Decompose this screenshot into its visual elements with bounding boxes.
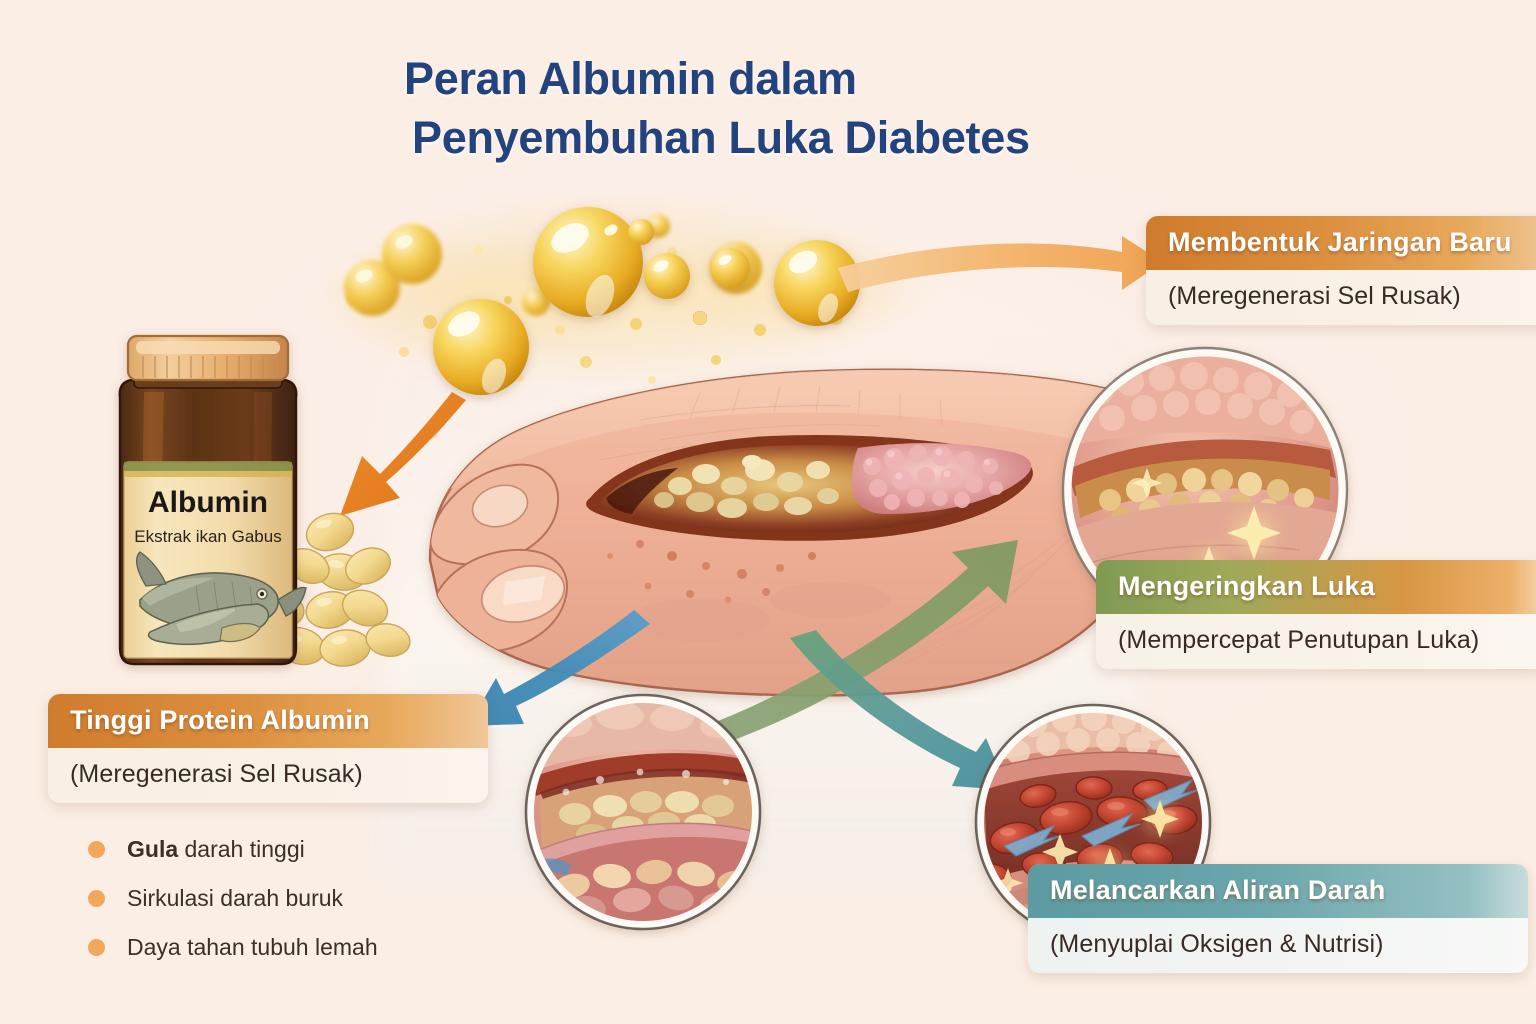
fish-illustration	[135, 551, 307, 646]
list-item: Sirkulasi darah buruk	[88, 885, 508, 912]
callout-melancarkan-aliran-darah[interactable]: Melancarkan Aliran Darah (Menyuplai Oksi…	[1028, 864, 1528, 973]
paper-wash	[380, 330, 1140, 890]
bullet-dot-icon	[88, 939, 105, 956]
callout-mengeringkan-luka[interactable]: Mengeringkan Luka (Mempercepat Penutupan…	[1096, 560, 1536, 669]
arrow-droplets-to-tissue	[838, 236, 1163, 292]
golden-albumin-droplets	[310, 192, 940, 395]
callout-membentuk-jaringan-baru[interactable]: Membentuk Jaringan Baru (Meregenerasi Se…	[1146, 216, 1536, 325]
callout-subtext: (Mempercepat Penutupan Luka)	[1096, 614, 1536, 669]
arrow-droplets-to-bottle	[340, 392, 466, 516]
list-item: Gula darah tinggi	[88, 836, 508, 863]
callout-subtext: (Menyuplai Oksigen & Nutrisi)	[1028, 918, 1528, 973]
title-line-2: Penyembuhan Luka Diabetes	[412, 111, 1030, 163]
callout-subtext: (Meregenerasi Sel Rusak)	[1146, 270, 1536, 325]
list-item-label: Daya tahan tubuh lemah	[127, 934, 378, 960]
bottle-label-subtitle: Ekstrak ikan Gabus	[134, 527, 281, 546]
diabetic-foot-wound	[428, 368, 1180, 697]
softgel-capsules	[240, 512, 411, 667]
list-item: Daya tahan tubuh lemah	[88, 934, 508, 961]
title-line-1: Peran Albumin dalam	[404, 53, 857, 104]
bullet-dot-icon	[88, 890, 105, 907]
flow-arrow-icon	[1002, 778, 1199, 857]
callout-heading: Membentuk Jaringan Baru	[1146, 216, 1536, 270]
bottle-label-name: Albumin	[148, 486, 268, 519]
page-title: Peran Albumin dalam Penyembuhan Luka Dia…	[404, 50, 1164, 167]
callout-heading: Melancarkan Aliran Darah	[1028, 864, 1528, 918]
list-item-label: Sirkulasi darah buruk	[127, 885, 344, 911]
arrow-wound-to-blood	[790, 630, 1008, 790]
arrow-wound-to-tissue-inset	[468, 610, 650, 726]
bullet-dot-icon	[88, 841, 105, 858]
callout-tinggi-protein-albumin[interactable]: Tinggi Protein Albumin (Meregenerasi Sel…	[48, 694, 488, 803]
risk-factor-list: Gula darah tinggi Sirkulasi darah buruk …	[88, 836, 508, 983]
inset-tissue-cross-section	[524, 693, 762, 931]
callout-subtext: (Meregenerasi Sel Rusak)	[48, 748, 488, 803]
albumin-supplement-bottle: Albumin Ekstrak ikan Gabus	[118, 334, 307, 666]
list-item-label: Gula darah tinggi	[127, 836, 305, 862]
arrow-wound-to-dry	[700, 540, 1018, 748]
callout-heading: Tinggi Protein Albumin	[48, 694, 488, 748]
callout-heading: Mengeringkan Luka	[1096, 560, 1536, 614]
